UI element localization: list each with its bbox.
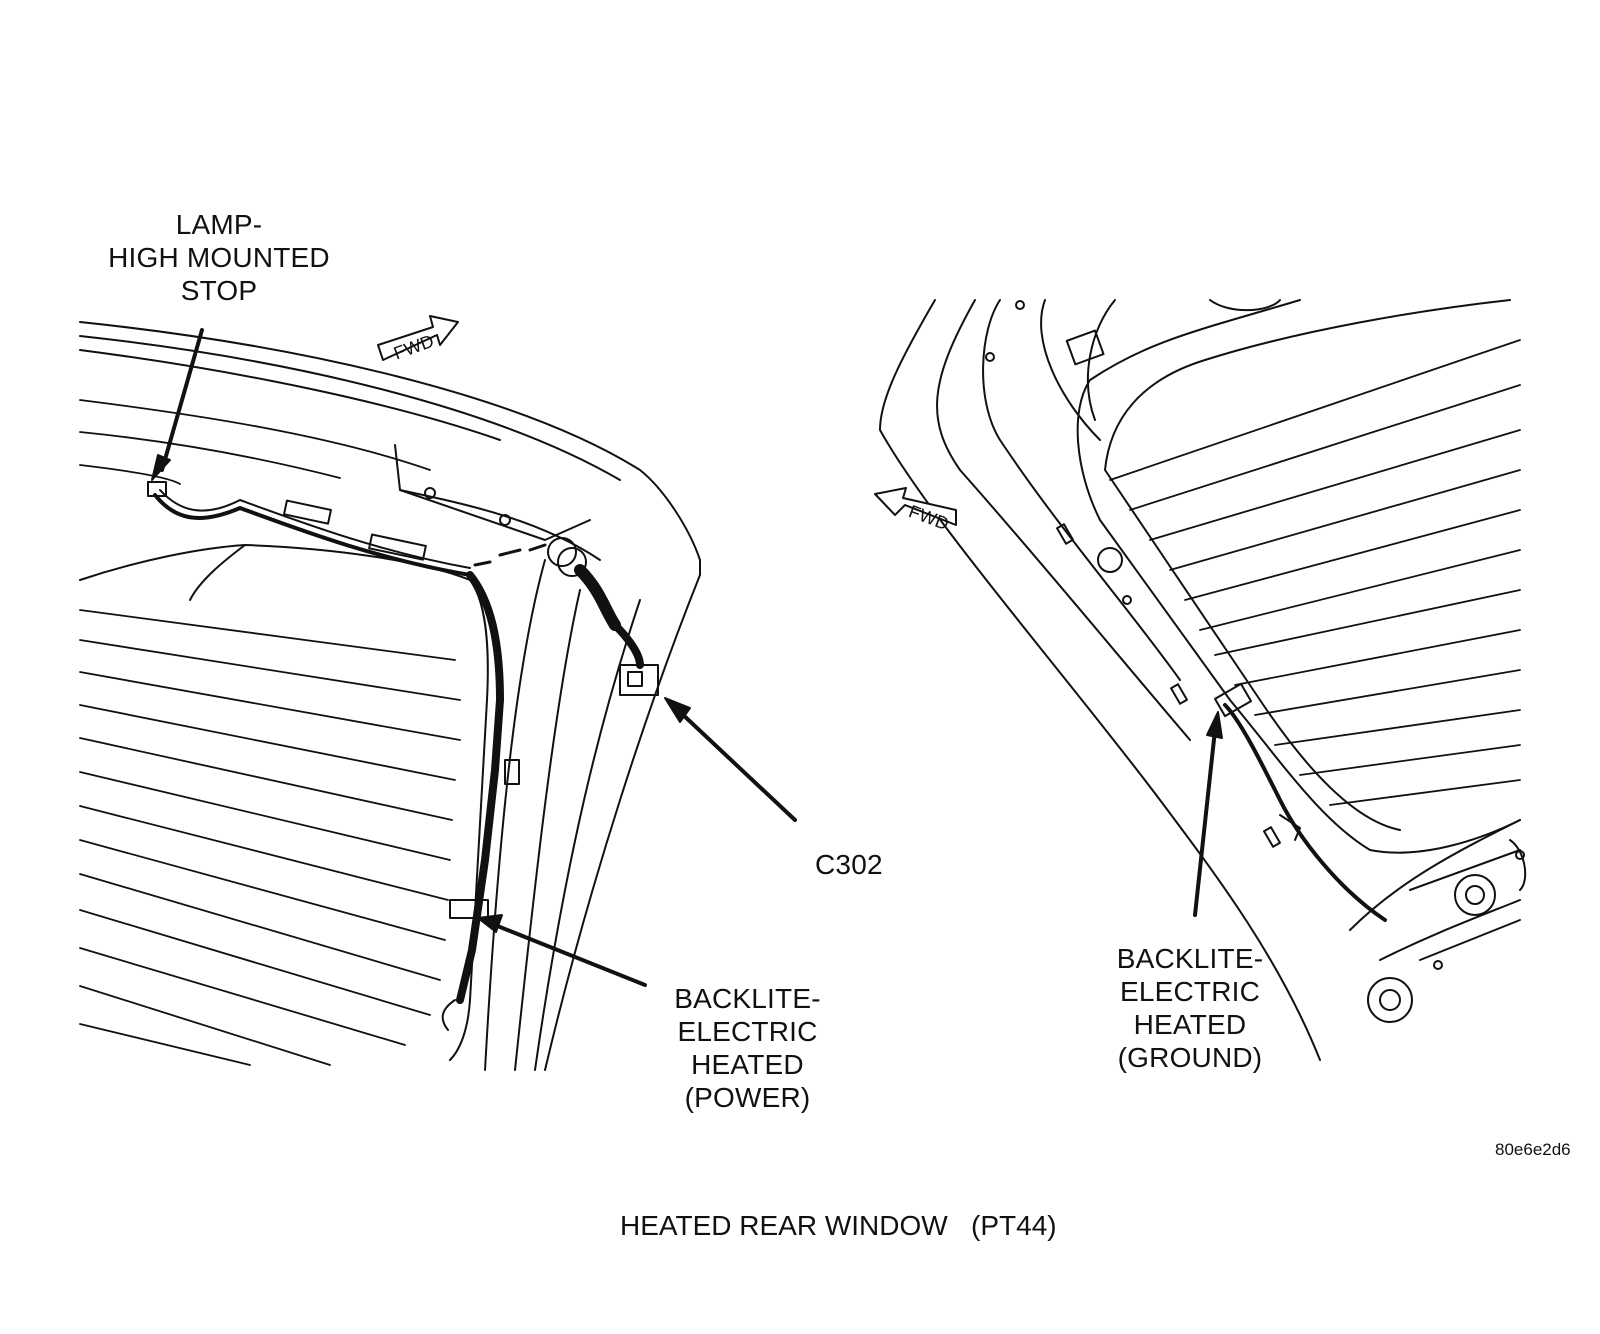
- callout-lamp-high-mounted-stop: LAMP- HIGH MOUNTED STOP: [96, 208, 342, 307]
- lamp-connector: [147, 481, 167, 497]
- callout-ground-line-4: (GROUND): [1117, 1042, 1263, 1073]
- heater-grid-left: [79, 399, 461, 1066]
- callout-ground-line-2: ELECTRIC: [1119, 976, 1261, 1007]
- fwd-label-left: FWD: [391, 331, 436, 364]
- callout-power-line-1: BACKLITE-: [674, 983, 821, 1014]
- ground-terminal: [1214, 682, 1252, 718]
- leader-ground: [1193, 728, 1217, 917]
- callout-backlite-power: BACKLITE- ELECTRIC HEATED (POWER): [660, 982, 835, 1114]
- callout-c302: C302: [815, 848, 883, 881]
- callout-lamp-line-3: STOP: [180, 275, 258, 306]
- liftgate-edge-inner: [79, 335, 621, 481]
- leader-lamp: [160, 328, 204, 472]
- pillar-inner: [514, 589, 581, 1071]
- fwd-label-right: FWD: [906, 501, 951, 534]
- figure-caption: HEATED REAR WINDOW (PT44): [620, 1210, 1057, 1241]
- fwd-arrow-right: FWD: [874, 487, 957, 534]
- callout-ground-line-1: BACKLITE-: [1116, 943, 1264, 974]
- glass-frame: [79, 544, 489, 1061]
- callout-c302-label: C302: [815, 849, 883, 880]
- c302-harness-loom: [547, 537, 644, 669]
- callout-power-line-3: HEATED: [691, 1049, 804, 1080]
- fwd-arrow-left: FWD: [377, 315, 459, 364]
- leader-power: [493, 923, 647, 987]
- liftgate-outer-edge: [79, 321, 701, 576]
- leader-c302: [678, 710, 797, 822]
- ground-wire: [1223, 703, 1387, 922]
- power-terminal-clip: [449, 899, 489, 919]
- harness-top: [153, 493, 472, 577]
- callout-lamp-line-1: LAMP-: [175, 209, 263, 240]
- callout-ground-line-3: HEATED: [1133, 1009, 1247, 1040]
- spoiler-line: [79, 349, 501, 441]
- callout-lamp-line-2: HIGH MOUNTED: [108, 242, 330, 273]
- harness-down: [456, 571, 504, 1004]
- heater-grid-right: [1109, 339, 1521, 806]
- pillar-mid: [534, 599, 641, 1071]
- pillar-outer: [544, 574, 701, 1071]
- callout-power-line-2: ELECTRIC: [677, 1016, 818, 1047]
- callout-backlite-ground: BACKLITE- ELECTRIC HEATED (GROUND): [1095, 942, 1285, 1074]
- spoiler-step: [394, 444, 591, 541]
- window-frame-right: [1076, 299, 1521, 854]
- c302-connector: [619, 664, 659, 696]
- reference-code: 80e6e2d6: [1495, 1140, 1571, 1159]
- right-liftgate-view: FWD: [874, 299, 1527, 1061]
- left-liftgate-view: FWD: [79, 315, 797, 1071]
- callout-power-line-4: (POWER): [684, 1082, 811, 1113]
